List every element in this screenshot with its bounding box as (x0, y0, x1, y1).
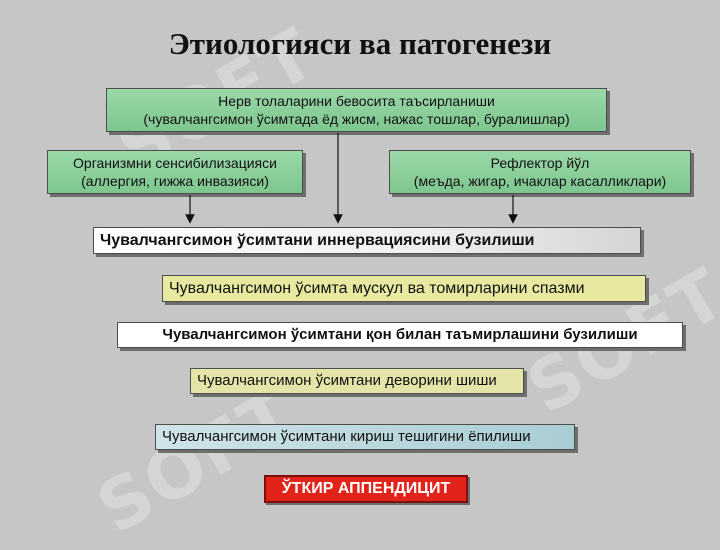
step-blood-supply: Чувалчангсимон ўсимтани қон билан таъмир… (117, 322, 683, 348)
step-wall-edema-label: Чувалчангсимон ўсимтани деворини шиши (197, 372, 497, 389)
step-innervation: Чувалчангсимон ўсимтани иннервациясини б… (93, 227, 641, 254)
cause-box-nerve-line1: Нерв толаларини бевосита таъсирланиши (218, 93, 495, 109)
cause-box-sensitization-line2: (аллергия, гижжа инвазияси) (81, 173, 269, 189)
result-box-acute-appendicitis: ЎТКИР АППЕНДИЦИТ (264, 475, 468, 503)
step-entrance-closure-label: Чувалчангсимон ўсимтани кириш тешигини ё… (162, 428, 531, 445)
cause-box-reflex: Рефлектор йўл (меъда, жигар, ичаклар кас… (389, 150, 691, 194)
step-innervation-label: Чувалчангсимон ўсимтани иннервациясини б… (100, 232, 535, 249)
step-blood-supply-label: Чувалчангсимон ўсимтани қон билан таъмир… (162, 326, 638, 343)
page-title: Этиологияси ва патогенези (168, 26, 552, 61)
cause-box-nerve-line2: (чувалчангсимон ўсимтада ёд жисм, нажас … (143, 111, 570, 127)
step-wall-edema: Чувалчангсимон ўсимтани деворини шиши (190, 368, 524, 394)
step-entrance-closure: Чувалчангсимон ўсимтани кириш тешигини ё… (155, 424, 575, 450)
cause-box-reflex-line2: (меъда, жигар, ичаклар касалликлари) (413, 173, 667, 189)
cause-box-sensitization-line1: Организмни сенсибилизацияси (73, 155, 277, 171)
cause-box-reflex-line1: Рефлектор йўл (490, 155, 590, 171)
step-spasm: Чувалчангсимон ўсимта мускул ва томирлар… (162, 275, 646, 302)
step-spasm-label: Чувалчангсимон ўсимта мускул ва томирлар… (169, 280, 585, 297)
cause-box-sensitization: Организмни сенсибилизацияси (аллергия, г… (47, 150, 303, 194)
cause-box-nerve: Нерв толаларини бевосита таъсирланиши (ч… (106, 88, 607, 132)
